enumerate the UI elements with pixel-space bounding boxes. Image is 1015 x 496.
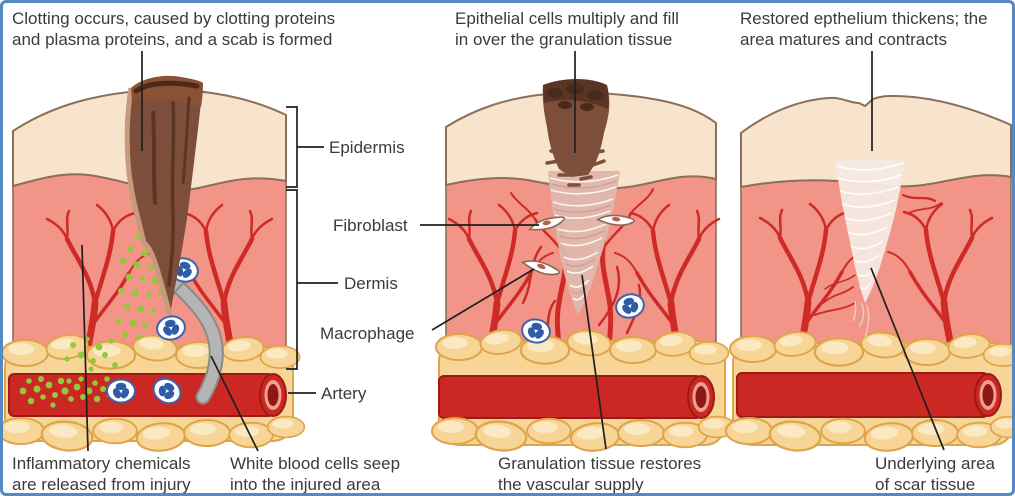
line-caption-bottom1 [81, 244, 89, 452]
caption-epithelial: Epithelial cells multiply and fill in ov… [455, 9, 679, 49]
fine-vessels-3 [814, 193, 942, 316]
granulation-tissue [548, 171, 620, 315]
label-epidermis: Epidermis [329, 138, 405, 157]
label-lines [81, 51, 945, 452]
label-macrophage: Macrophage [320, 324, 415, 343]
scab-1 [124, 75, 203, 316]
skin-panel-3 [725, 94, 1012, 454]
skin-panel-1 [3, 75, 306, 454]
caption-restored: Restored epthelium thickens; the area ma… [740, 9, 988, 49]
label-dermis: Dermis [344, 274, 398, 293]
skin-panel-2 [431, 79, 737, 454]
dermis-bracket [286, 189, 298, 370]
artery-1 [8, 373, 287, 417]
line-caption-bottom2 [210, 355, 259, 452]
scar-tissue [835, 159, 905, 338]
caption-scar: Underlying area of scar tissue [875, 454, 996, 494]
label-artery: Artery [321, 384, 367, 403]
line-caption-bottom4 [870, 267, 945, 451]
caption-clotting: Clotting occurs, caused by clotting prot… [12, 9, 336, 49]
epidermis-bracket [286, 106, 298, 188]
line-macrophage [431, 268, 535, 331]
artery-3 [736, 372, 1002, 418]
caption-wbc-seep: White blood cells seep into the injured … [230, 454, 401, 494]
caption-granulation: Granulation tissue restores the vascular… [498, 454, 702, 494]
white-blood-cell [106, 378, 136, 404]
line-caption-bottom3 [581, 274, 607, 450]
caption-inflammatory: Inflammatory chemicals are released from… [12, 454, 191, 494]
diagram-canvas [3, 51, 1012, 454]
label-fibroblast: Fibroblast [333, 216, 408, 235]
artery-2 [438, 375, 715, 419]
